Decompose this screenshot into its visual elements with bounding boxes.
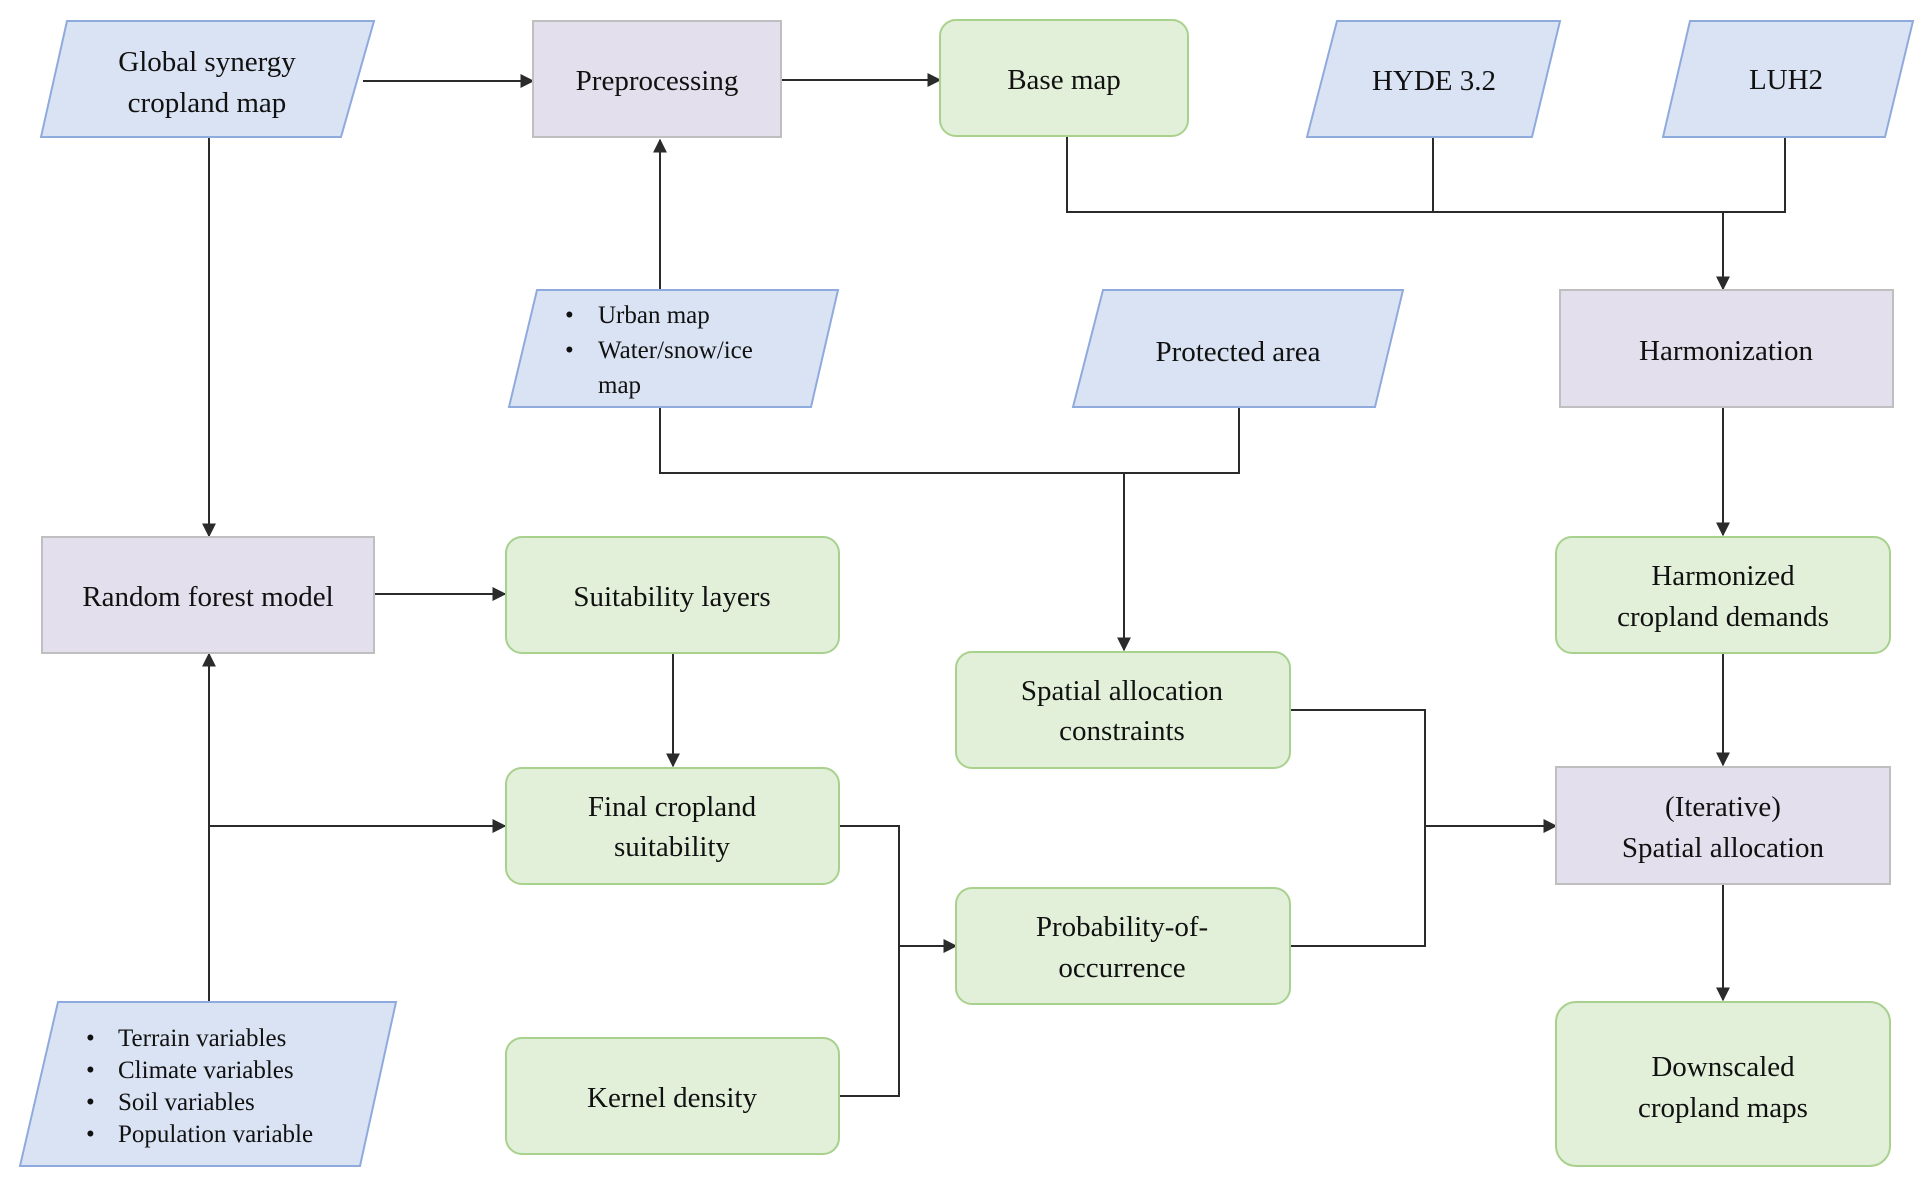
- node-label-line: LUH2: [1749, 64, 1823, 96]
- node-label-line: Kernel density: [587, 1082, 757, 1114]
- bullet-glyph: •: [565, 302, 574, 329]
- node-base-map: Base map: [939, 19, 1189, 137]
- node-variables-shape: [18, 1001, 398, 1167]
- node-list-item: Water/snow/ice: [598, 337, 753, 364]
- node-base-map-shape: [939, 19, 1189, 137]
- node-hyde-shape: [1305, 20, 1562, 138]
- node-label-line: occurrence: [1058, 952, 1185, 984]
- node-final-cropland-suitability: Final cropland suitability: [505, 767, 840, 885]
- edge-constraints-probability-merge: [1291, 709, 1426, 947]
- node-list-item: Climate variables: [118, 1057, 294, 1084]
- node-protected-area: Protected area: [1071, 289, 1405, 408]
- node-label-line: Spatial allocation: [1622, 832, 1825, 864]
- node-label-line: constraints: [1059, 715, 1185, 747]
- node-probability-of-occurrence: Probability-of- occurrence: [955, 887, 1291, 1005]
- node-label-line: Base map: [1007, 64, 1121, 96]
- node-label-line: Preprocessing: [576, 65, 739, 97]
- node-hyde: HYDE 3.2: [1305, 20, 1562, 138]
- node-final-suitability-shape: [505, 767, 840, 885]
- node-downscaled-cropland-maps: Downscaled cropland maps: [1555, 1001, 1891, 1167]
- node-label-line: Probability-of-: [1036, 911, 1208, 943]
- node-label-line: Global synergy: [118, 46, 296, 78]
- node-harmonization: Harmonization: [1559, 289, 1894, 408]
- node-label-line: Random forest model: [82, 581, 333, 613]
- node-label-line: cropland maps: [1638, 1092, 1808, 1124]
- edge-basemap-merge: [1066, 137, 1786, 213]
- node-label-line: cropland demands: [1617, 601, 1829, 633]
- node-variables: • Terrain variables • Climate variables …: [18, 1001, 398, 1167]
- node-spatial-allocation-constraints: Spatial allocation constraints: [955, 651, 1291, 769]
- node-harmonization-shape: [1559, 289, 1894, 408]
- node-harmonized-demands-shape: [1555, 536, 1891, 654]
- node-label-line: Harmonized: [1651, 560, 1795, 592]
- node-global-synergy-cropland-map: Global synergy cropland map: [39, 20, 376, 138]
- node-suitability-layers: Suitability layers: [505, 536, 840, 654]
- node-probability-shape: [955, 887, 1291, 1005]
- node-urban-water-shape: [507, 289, 840, 408]
- node-label-line: Suitability layers: [573, 581, 770, 613]
- node-luh2-shape: [1661, 20, 1915, 138]
- node-random-forest-model: Random forest model: [41, 536, 375, 654]
- node-iterative-allocation-shape: [1555, 766, 1891, 885]
- node-label-line: (Iterative): [1665, 791, 1781, 823]
- node-luh2: LUH2: [1661, 20, 1915, 138]
- node-downscaled-shape: [1555, 1001, 1891, 1167]
- edges: [202, 73, 1786, 1097]
- node-suitability-layers-shape: [505, 536, 840, 654]
- bullet-glyph: •: [86, 1057, 95, 1084]
- bullet-glyph: •: [86, 1025, 95, 1052]
- edge-final-kernel-merge: [840, 825, 900, 1097]
- node-urban-water-map: • Urban map • Water/snow/ice map: [507, 289, 840, 408]
- node-label-line: Final cropland: [588, 791, 757, 823]
- bullet-glyph: •: [86, 1089, 95, 1116]
- node-harmonized-cropland-demands: Harmonized cropland demands: [1555, 536, 1891, 654]
- node-preprocessing: Preprocessing: [532, 20, 782, 138]
- node-kernel-density-shape: [505, 1037, 840, 1155]
- node-kernel-density: Kernel density: [505, 1037, 840, 1155]
- node-label-line: Harmonization: [1639, 335, 1813, 367]
- node-list-item: Soil variables: [118, 1089, 255, 1116]
- node-list-item: Terrain variables: [118, 1025, 286, 1052]
- node-list-item: map: [598, 372, 641, 399]
- node-global-synergy-shape: [39, 20, 376, 138]
- node-preprocessing-shape: [532, 20, 782, 138]
- node-list-item: Population variable: [118, 1121, 313, 1148]
- node-label-line: Spatial allocation: [1021, 675, 1224, 707]
- node-protected-area-shape: [1071, 289, 1405, 408]
- node-label-line: suitability: [614, 831, 731, 863]
- node-label-line: Downscaled: [1651, 1051, 1795, 1083]
- bullet-glyph: •: [86, 1121, 95, 1148]
- bullet-glyph: •: [565, 337, 574, 364]
- node-label-line: cropland map: [128, 87, 287, 119]
- node-list-item: Urban map: [598, 302, 710, 329]
- edge-urban-protected-merge: [659, 407, 1240, 474]
- node-iterative-spatial-allocation: (Iterative) Spatial allocation: [1555, 766, 1891, 885]
- node-label-line: HYDE 3.2: [1372, 65, 1496, 97]
- node-spatial-constraints-shape: [955, 651, 1291, 769]
- node-random-forest-shape: [41, 536, 375, 654]
- node-label-line: Protected area: [1155, 336, 1320, 368]
